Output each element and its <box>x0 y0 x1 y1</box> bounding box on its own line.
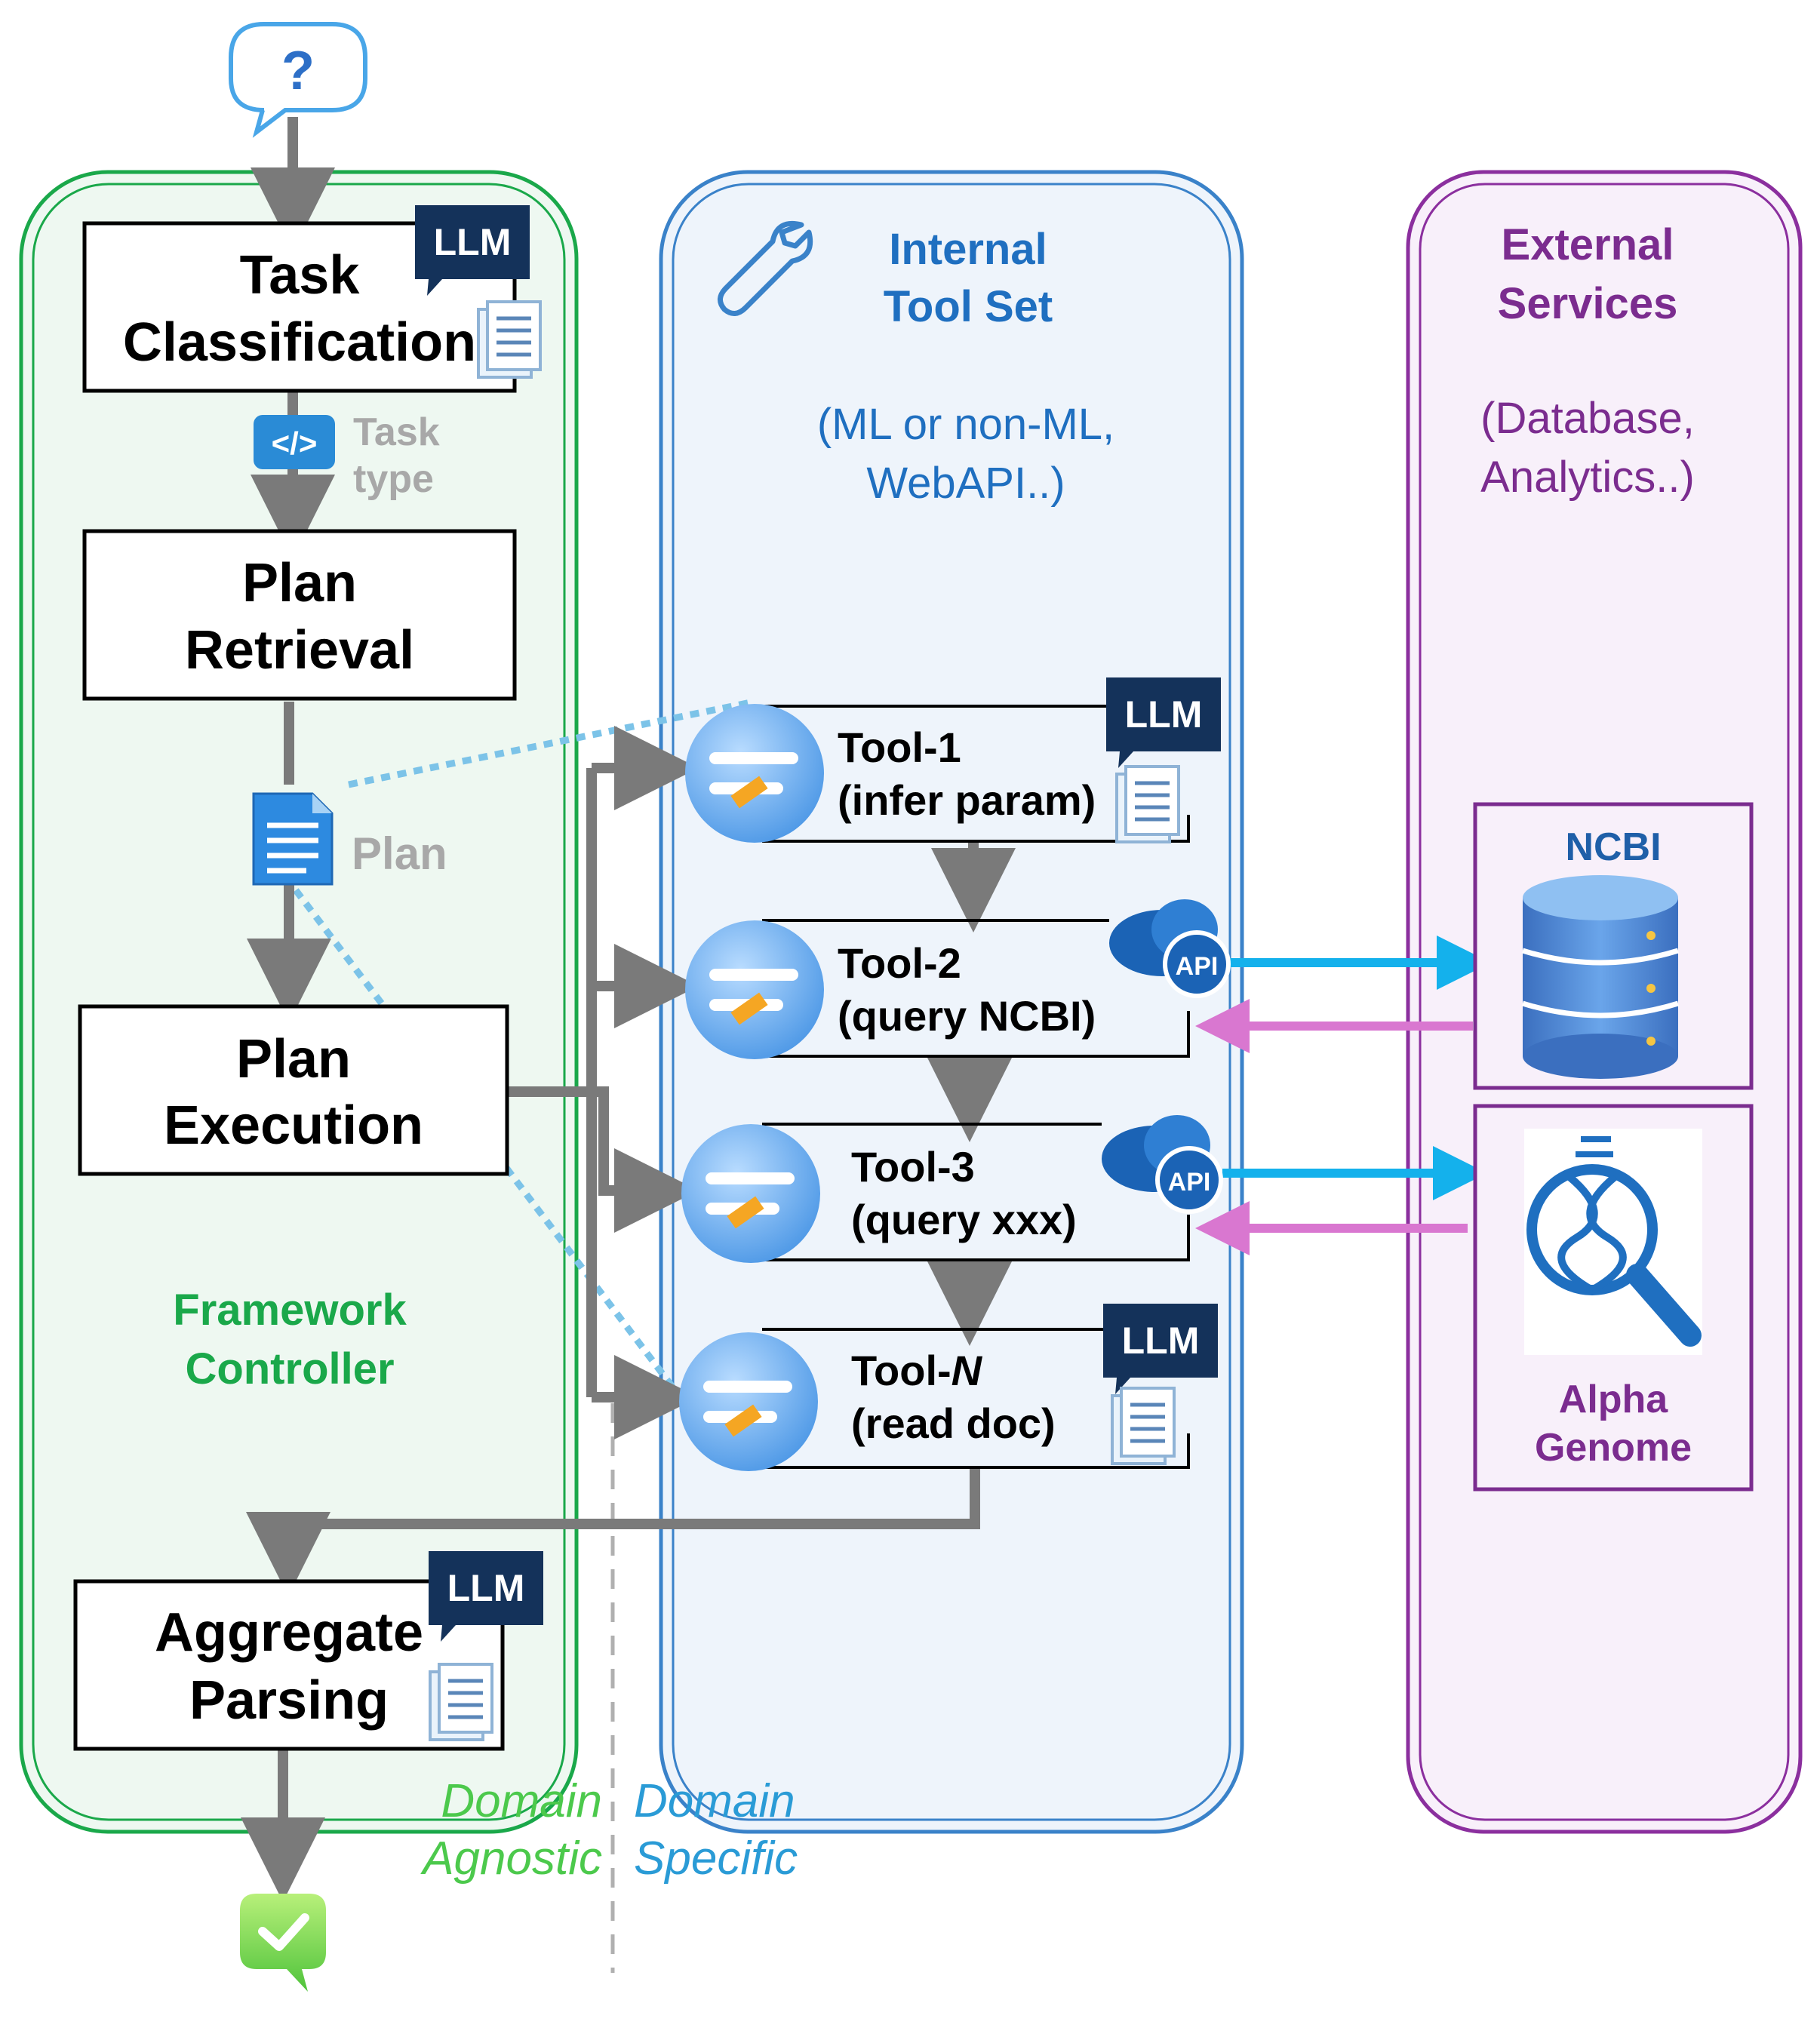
llm-icon: LLM <box>415 205 530 296</box>
tool-wrench-icon <box>685 920 824 1059</box>
dna-search-icon <box>1524 1129 1702 1355</box>
api-badge-text: API <box>1168 1168 1211 1197</box>
tool-3-desc: (query xxx) <box>851 1196 1077 1243</box>
external-title-line1: External <box>1502 220 1674 269</box>
plan-label: Plan <box>352 828 447 879</box>
alphagenome-service-box: Alpha Genome <box>1473 1104 1754 1492</box>
tool-3: Tool-3 (query xxx) API <box>681 1115 1223 1263</box>
wrench-icon <box>718 220 813 316</box>
ncbi-service-box: NCBI <box>1473 802 1754 1090</box>
llm-icon: LLM <box>1103 1304 1218 1394</box>
code-icon: </> <box>254 415 335 469</box>
plan-retrieval-line2: Retrieval <box>185 620 414 681</box>
llm-badge-text: LLM <box>1122 1320 1200 1362</box>
tool-n-desc: (read doc) <box>851 1399 1056 1447</box>
task-type-label-line1: Task <box>353 410 440 454</box>
tool-1-name: Tool-1 <box>838 724 961 771</box>
tool-3-name: Tool-3 <box>851 1143 975 1191</box>
document-icon <box>1115 765 1180 843</box>
domain-agnostic-line2: Agnostic <box>420 1833 602 1885</box>
domain-agnostic-line1: Domain <box>441 1775 602 1827</box>
tool-1: Tool-1 (infer param) LLM <box>685 677 1221 843</box>
domain-specific-line2: Specific <box>634 1833 798 1885</box>
tool-1-desc: (infer param) <box>838 776 1096 824</box>
llm-badge-text: LLM <box>434 221 512 263</box>
aggregate-parsing-line2: Parsing <box>189 1670 389 1731</box>
plan-retrieval-box: Plan Retrieval <box>82 529 517 701</box>
external-subtitle-line2: Analytics..) <box>1480 453 1695 502</box>
framework-controller-label-line2: Controller <box>185 1344 394 1393</box>
external-subtitle-line1: (Database, <box>1480 394 1695 443</box>
plan-execution-box: Plan Execution <box>78 1004 509 1176</box>
question-bubble-icon: ? <box>229 22 367 138</box>
external-service-arrows <box>1195 936 1491 1255</box>
tool-chain-arrows <box>927 841 1016 1346</box>
check-bubble-icon <box>240 1894 326 1992</box>
tool-wrench-icon <box>681 1124 820 1263</box>
internal-subtitle-line2: WebAPI..) <box>866 459 1065 508</box>
tool-wrench-icon <box>679 1332 818 1471</box>
plan-execution-line1: Plan <box>236 1029 351 1089</box>
internal-title-line1: Internal <box>889 225 1047 274</box>
task-type-label-line2: type <box>353 457 434 501</box>
llm-badge-text: LLM <box>447 1567 525 1609</box>
tool-wrench-icon <box>685 704 824 843</box>
document-icon <box>429 1663 493 1741</box>
aggregate-parsing-line1: Aggregate <box>155 1602 423 1663</box>
internal-subtitle-line1: (ML or non-ML, <box>817 400 1114 449</box>
alphagenome-label-line1: Alpha <box>1559 1378 1669 1421</box>
tool-n-name: Tool-N <box>851 1347 983 1394</box>
llm-badge-text: LLM <box>1125 693 1203 736</box>
cloud-api-icon: API <box>1102 1115 1223 1214</box>
plan-retrieval-line1: Plan <box>242 553 357 613</box>
internal-title-line2: Tool Set <box>884 282 1053 331</box>
document-icon <box>1111 1387 1176 1465</box>
api-badge-text: API <box>1176 952 1219 981</box>
cloud-api-icon: API <box>1109 899 1231 998</box>
tool-n: Tool-N (read doc) LLM <box>679 1304 1218 1471</box>
plan-execution-line2: Execution <box>164 1095 423 1156</box>
plan-document-icon <box>252 792 334 886</box>
svg-text:?: ? <box>281 41 315 101</box>
framework-controller-label-line1: Framework <box>173 1286 407 1335</box>
tool-2-desc: (query NCBI) <box>838 992 1096 1040</box>
llm-icon: LLM <box>429 1551 543 1642</box>
ncbi-label: NCBI <box>1565 825 1661 869</box>
plan-execution-fanout-arrows <box>507 726 699 1439</box>
svg-text:</>: </> <box>272 426 318 461</box>
database-icon <box>1521 875 1680 1079</box>
external-title-line2: Services <box>1498 279 1678 328</box>
document-icon <box>477 300 542 379</box>
task-classification-line2: Classification <box>123 312 476 373</box>
domain-specific-line1: Domain <box>634 1775 795 1827</box>
task-classification-line1: Task <box>240 245 361 306</box>
tool-2-name: Tool-2 <box>838 939 961 987</box>
llm-icon: LLM <box>1106 677 1221 768</box>
alphagenome-label-line2: Genome <box>1535 1426 1692 1470</box>
tool-2: Tool-2 (query NCBI) API <box>685 899 1231 1059</box>
